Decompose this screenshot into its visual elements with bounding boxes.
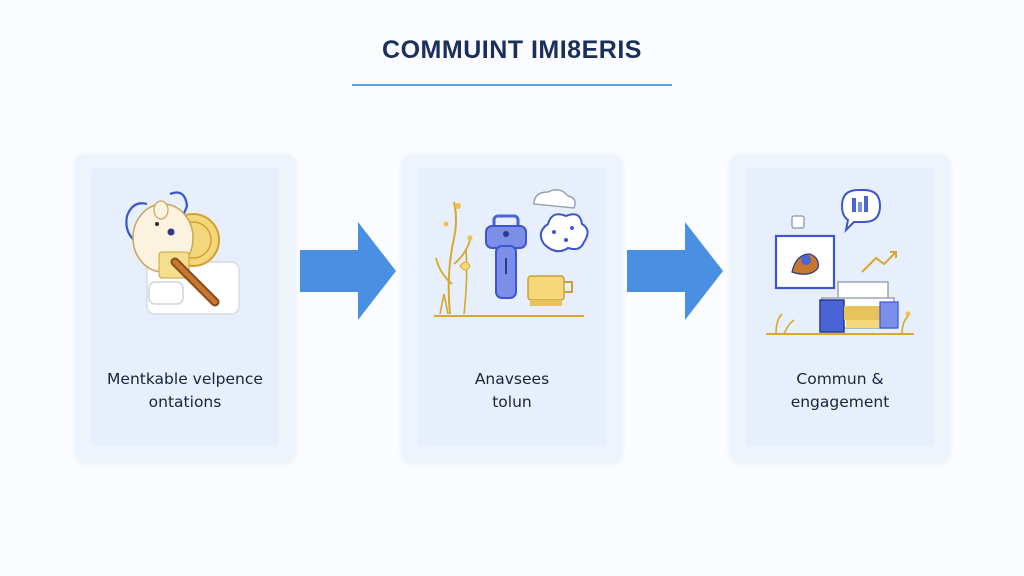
step-label-line: Commun & <box>796 370 884 388</box>
step-label: Anavsees tolun <box>402 368 622 414</box>
step-card-2: Anavsees tolun <box>402 154 622 462</box>
step-card-1: Mentkable velpence ontations <box>75 154 295 462</box>
title-underline <box>352 84 672 86</box>
analysis-tools-icon <box>434 189 589 317</box>
step-label: Mentkable velpence ontations <box>75 368 295 414</box>
step-card-3: Commun & engagement <box>730 154 950 462</box>
arrow-right-icon <box>627 222 723 320</box>
step-label-line: engagement <box>790 393 890 411</box>
arrow-right-icon <box>300 222 396 320</box>
page-title: COMMUINT IMI8ERIS <box>382 36 642 64</box>
step-label-line: tolun <box>492 393 532 411</box>
step-label-line: Mentkable velpence <box>107 370 263 388</box>
mascot-with-magnifier-icon <box>125 191 240 315</box>
step-label-line: Anavsees <box>474 370 550 388</box>
step-label: Commun & engagement <box>730 368 950 414</box>
engagement-workspace-icon <box>766 189 914 335</box>
step-label-line: ontations <box>148 393 222 411</box>
